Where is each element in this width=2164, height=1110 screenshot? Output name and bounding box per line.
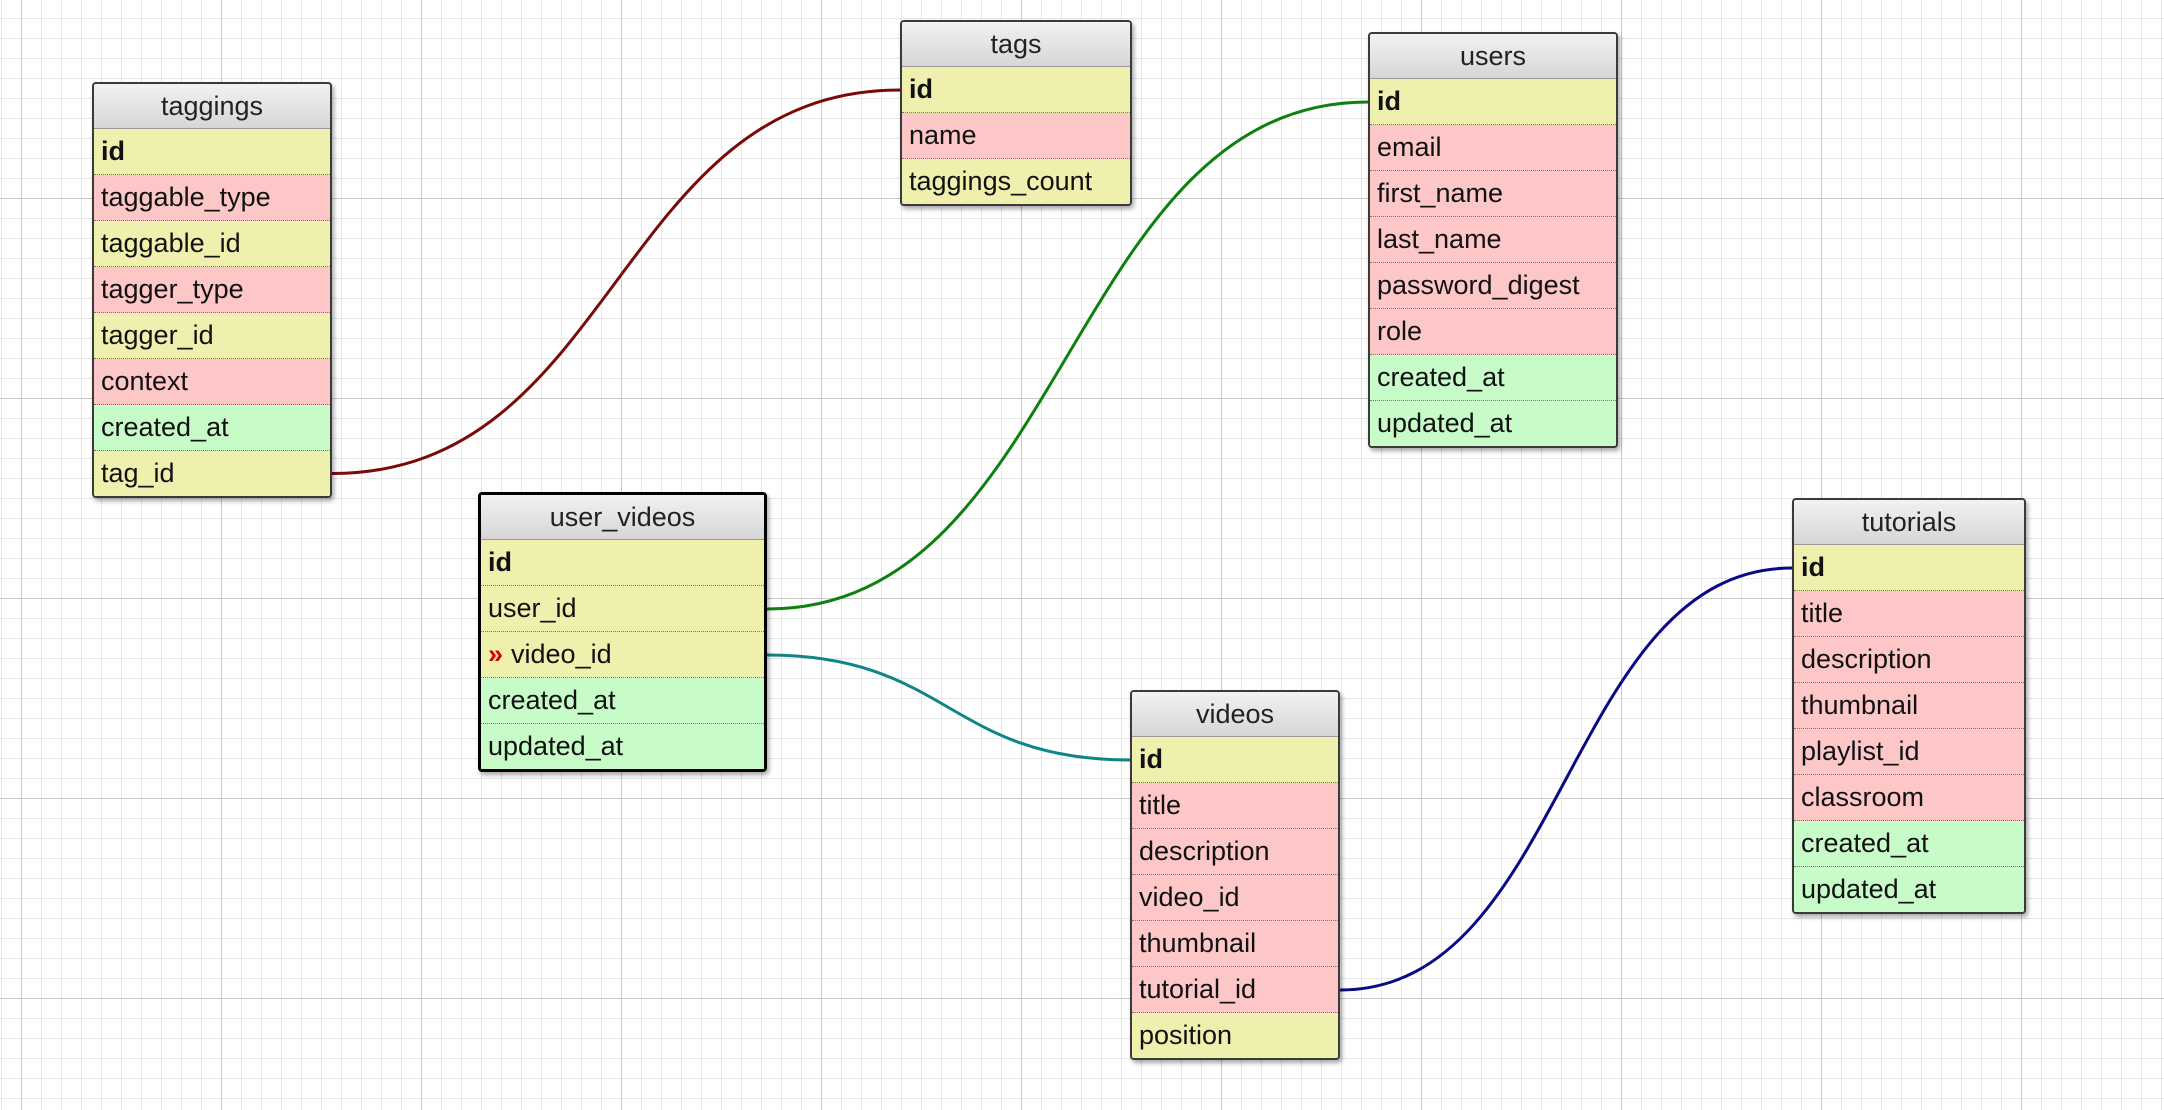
field-role[interactable]: role <box>1370 309 1616 355</box>
field-last-name[interactable]: last_name <box>1370 217 1616 263</box>
field-id[interactable]: id <box>1370 79 1616 125</box>
field-created-at[interactable]: created_at <box>1794 821 2024 867</box>
field-taggings-count[interactable]: taggings_count <box>902 159 1130 204</box>
field-position[interactable]: position <box>1132 1013 1338 1058</box>
field-classroom[interactable]: classroom <box>1794 775 2024 821</box>
field-thumbnail[interactable]: thumbnail <box>1132 921 1338 967</box>
relation-line-user-videos-videos[interactable] <box>766 653 1131 762</box>
field-id[interactable]: id <box>902 67 1130 113</box>
field-created-at[interactable]: created_at <box>1370 355 1616 401</box>
relation-line-user-videos-users[interactable] <box>766 100 1369 611</box>
field-video-id[interactable]: video_id <box>1132 875 1338 921</box>
selected-field-marker-icon: » <box>488 639 504 669</box>
field-updated-at[interactable]: updated_at <box>481 724 764 769</box>
field-description[interactable]: description <box>1132 829 1338 875</box>
table-title[interactable]: taggings <box>94 84 330 129</box>
field-playlist-id[interactable]: playlist_id <box>1794 729 2024 775</box>
field-taggable-type[interactable]: taggable_type <box>94 175 330 221</box>
field-password-digest[interactable]: password_digest <box>1370 263 1616 309</box>
table-users[interactable]: users id email first_name last_name pass… <box>1368 32 1618 448</box>
table-title[interactable]: user_videos <box>481 495 764 540</box>
field-id[interactable]: id <box>1794 545 2024 591</box>
table-taggings[interactable]: taggings id taggable_type taggable_id ta… <box>92 82 332 498</box>
field-user-id[interactable]: user_id <box>481 586 764 632</box>
field-taggable-id[interactable]: taggable_id <box>94 221 330 267</box>
field-first-name[interactable]: first_name <box>1370 171 1616 217</box>
field-context[interactable]: context <box>94 359 330 405</box>
table-tags[interactable]: tags id name taggings_count <box>900 20 1132 206</box>
field-created-at[interactable]: created_at <box>481 678 764 724</box>
field-tag-id[interactable]: tag_id <box>94 451 330 496</box>
field-email[interactable]: email <box>1370 125 1616 171</box>
field-created-at[interactable]: created_at <box>94 405 330 451</box>
field-title[interactable]: title <box>1794 591 2024 637</box>
table-title[interactable]: tags <box>902 22 1130 67</box>
relation-line-videos-tutorials[interactable] <box>1339 566 1793 992</box>
field-title[interactable]: title <box>1132 783 1338 829</box>
table-tutorials[interactable]: tutorials id title description thumbnail… <box>1792 498 2026 914</box>
relation-line-taggings-tags[interactable] <box>331 88 901 475</box>
table-videos[interactable]: videos id title description video_id thu… <box>1130 690 1340 1060</box>
field-label: video_id <box>511 639 612 669</box>
field-id[interactable]: id <box>481 540 764 586</box>
table-title[interactable]: tutorials <box>1794 500 2024 545</box>
table-user-videos[interactable]: user_videos id user_id »video_id created… <box>478 492 767 772</box>
field-tagger-type[interactable]: tagger_type <box>94 267 330 313</box>
field-thumbnail[interactable]: thumbnail <box>1794 683 2024 729</box>
table-title[interactable]: users <box>1370 34 1616 79</box>
field-id[interactable]: id <box>94 129 330 175</box>
field-description[interactable]: description <box>1794 637 2024 683</box>
field-tagger-id[interactable]: tagger_id <box>94 313 330 359</box>
table-title[interactable]: videos <box>1132 692 1338 737</box>
field-tutorial-id[interactable]: tutorial_id <box>1132 967 1338 1013</box>
field-name[interactable]: name <box>902 113 1130 159</box>
field-id[interactable]: id <box>1132 737 1338 783</box>
field-updated-at[interactable]: updated_at <box>1370 401 1616 446</box>
field-video-id[interactable]: »video_id <box>481 632 764 678</box>
field-updated-at[interactable]: updated_at <box>1794 867 2024 912</box>
